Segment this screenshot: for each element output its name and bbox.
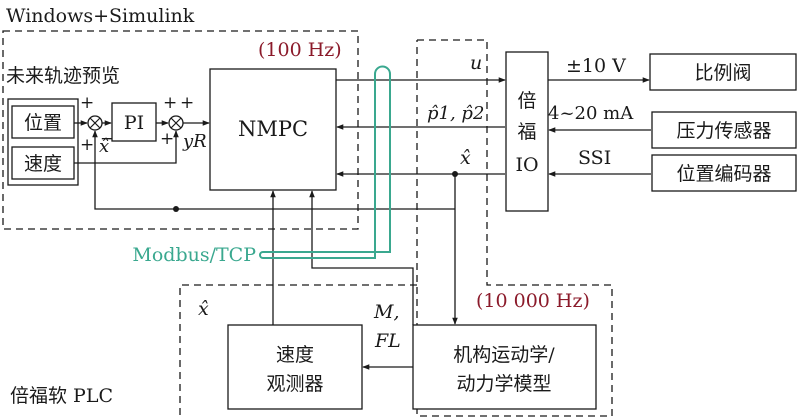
velocity-observer-block <box>227 324 363 410</box>
signal-u-label: u <box>470 52 482 74</box>
kinematics-model-block <box>412 324 597 410</box>
signal-ma-label: 4~20 mA <box>548 103 634 124</box>
signal-xhat-label: x̂ <box>460 147 471 169</box>
signal-xhat-obs-label: x̂ <box>198 298 209 320</box>
io-label-2: 福 <box>517 121 536 143</box>
position-velocity-group: 位置 速度 <box>7 98 79 186</box>
sum-junction-1 <box>87 115 103 131</box>
wire-feedback-sum1 <box>92 130 176 210</box>
sign-plus-2: + <box>163 93 177 113</box>
region-windows-label: 未来轨迹预览 <box>6 65 120 87</box>
signal-ssi-label: SSI <box>578 147 611 169</box>
modbus-cable-end <box>259 251 264 259</box>
position-label: 位置 <box>24 112 62 134</box>
signal-m-label: M, <box>373 301 400 323</box>
model-label-2: 动力学模型 <box>456 373 551 395</box>
sign-minus-1: − <box>100 129 114 149</box>
sign-plus-4: + <box>160 129 174 149</box>
signal-yr-label: yR <box>182 131 207 152</box>
plc-region-border <box>179 284 417 416</box>
signal-xhat-left-label: x̂ <box>99 136 109 157</box>
pressure-sensor-block <box>651 111 797 149</box>
modbus-label: Modbus/TCP <box>132 244 256 266</box>
signal-volt-label: ±10 V <box>566 55 626 77</box>
freq-bottom-label: (10 000 Hz) <box>476 290 590 312</box>
pi-block <box>111 102 157 142</box>
freq-top-label: (100 Hz) <box>258 39 342 61</box>
region-plc-label: 倍福软 PLC <box>10 385 113 407</box>
trajectory-box <box>7 98 79 186</box>
observer-label-2: 观测器 <box>266 373 323 395</box>
wire-vel-sum2 <box>74 130 179 164</box>
encoder-label: 位置编码器 <box>676 163 771 185</box>
modbus-cable <box>263 74 391 259</box>
pi-label: PI <box>124 112 144 134</box>
beckhoff-io-block <box>505 51 549 212</box>
io-label-3: IO <box>515 154 538 176</box>
junction-dot-feedback <box>173 206 179 212</box>
signal-wires <box>74 77 651 370</box>
pressure-label: 压力传感器 <box>676 120 771 142</box>
wire-model-nmpc <box>309 190 414 325</box>
nmpc-block <box>209 68 337 191</box>
title-label: Windows+Simulink <box>6 5 195 27</box>
valve-label: 比例阀 <box>694 62 751 84</box>
nmpc-label: NMPC <box>238 117 308 141</box>
signal-p-label: p̂1, p̂2 <box>427 103 484 124</box>
sum-junction-2 <box>168 115 184 131</box>
io-label-1: 倍 <box>517 90 536 112</box>
velocity-label: 速度 <box>24 153 62 175</box>
model-label-1: 机构运动学/ <box>453 344 555 366</box>
sign-plus-5: + <box>80 135 94 155</box>
modbus-cable-top <box>374 65 391 75</box>
position-block <box>11 105 75 139</box>
sign-plus-1: + <box>80 93 94 113</box>
observer-label-1: 速度 <box>276 344 314 366</box>
junction-dot-xhat <box>452 171 458 177</box>
proportional-valve-block <box>649 53 797 91</box>
position-encoder-block <box>651 154 797 192</box>
sign-plus-3: + <box>180 93 194 113</box>
signal-fl-label: FL <box>374 330 401 352</box>
